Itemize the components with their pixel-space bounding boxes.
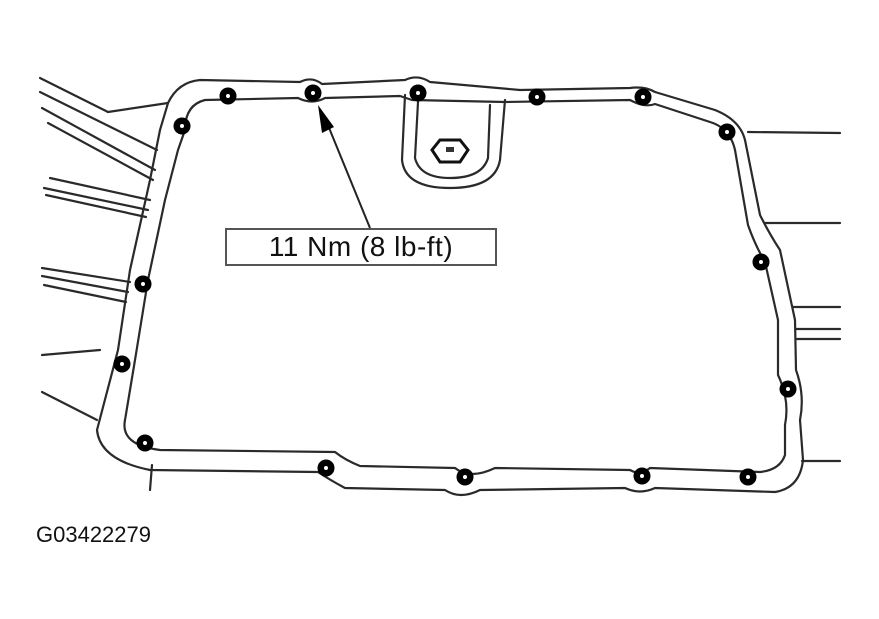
leader-arrow [318, 105, 371, 229]
figure-id: G03422279 [36, 522, 151, 547]
pan-inner-edge [123, 94, 788, 476]
drain-plug-icon [430, 138, 470, 164]
pan-outer-edge [95, 76, 805, 497]
left-structure-lines [38, 76, 170, 492]
drain-boss-outer [400, 93, 507, 190]
right-structure-lines [746, 130, 842, 463]
drain-boss-inner [413, 100, 492, 180]
torque-callout: 11 Nm (8 lb-ft) [225, 228, 497, 266]
pan-bolts [113, 84, 797, 486]
torque-spec-text: 11 Nm (8 lb-ft) [268, 231, 454, 262]
